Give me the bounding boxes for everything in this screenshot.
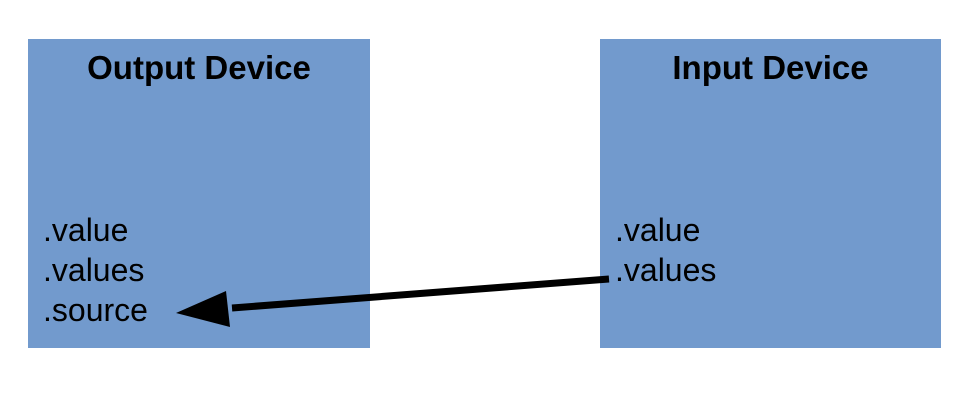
output-property-value: .value [43, 212, 129, 248]
output-device-properties: .value .values .source [43, 210, 148, 330]
output-property-source: .source [43, 292, 148, 328]
input-property-value: .value [615, 212, 701, 248]
output-property-values: .values [43, 252, 145, 288]
input-property-values: .values [615, 252, 717, 288]
input-device-box: Input Device .value .values [600, 39, 941, 348]
output-device-box: Output Device .value .values .source [28, 39, 370, 348]
input-device-properties: .value .values [615, 210, 716, 290]
output-device-title: Output Device [87, 49, 311, 86]
input-device-title: Input Device [672, 49, 869, 86]
